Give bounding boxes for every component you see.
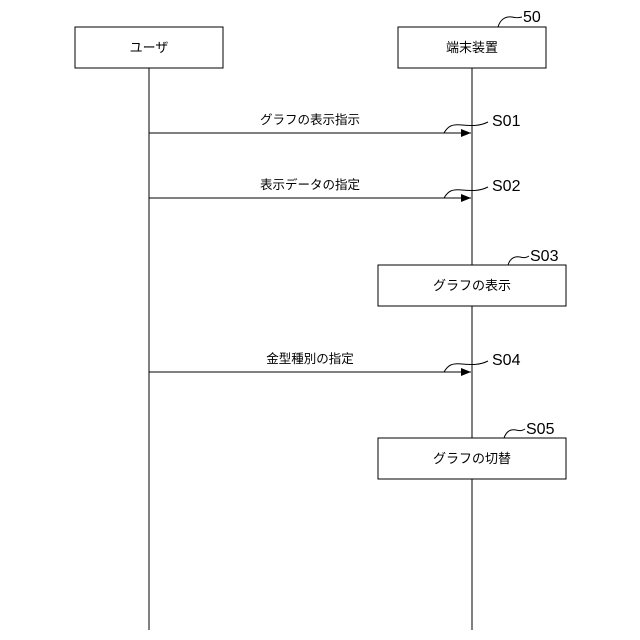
step-s05-id: S05	[526, 421, 555, 438]
message-s04-label: 金型種別の指定	[266, 351, 354, 366]
step-s04-leader	[444, 361, 488, 372]
step-s01-id: S01	[492, 113, 521, 130]
terminal-ref-leader	[498, 17, 522, 27]
message-s02: 表示データの指定 S02	[149, 177, 521, 198]
step-s03-id: S03	[530, 248, 559, 265]
participant-user: ユーザ	[75, 27, 223, 68]
step-s02-leader	[444, 187, 488, 198]
message-s01: グラフの表示指示 S01	[149, 112, 521, 133]
message-s02-label: 表示データの指定	[260, 177, 360, 192]
participant-user-label: ユーザ	[130, 41, 169, 56]
participant-terminal-label: 端末装置	[446, 41, 498, 56]
step-s02-id: S02	[492, 178, 521, 195]
process-s05-label: グラフの切替	[433, 452, 511, 467]
terminal-ref-number: 50	[523, 9, 541, 26]
step-s05-leader	[504, 429, 525, 438]
step-s03-leader	[508, 256, 529, 265]
step-s01-leader	[444, 122, 488, 133]
message-s04: 金型種別の指定 S04	[149, 351, 521, 372]
step-s04-id: S04	[492, 352, 521, 369]
message-s01-label: グラフの表示指示	[260, 112, 360, 127]
participant-terminal: 端末装置 50	[398, 9, 546, 68]
process-s03-label: グラフの表示	[433, 279, 511, 294]
